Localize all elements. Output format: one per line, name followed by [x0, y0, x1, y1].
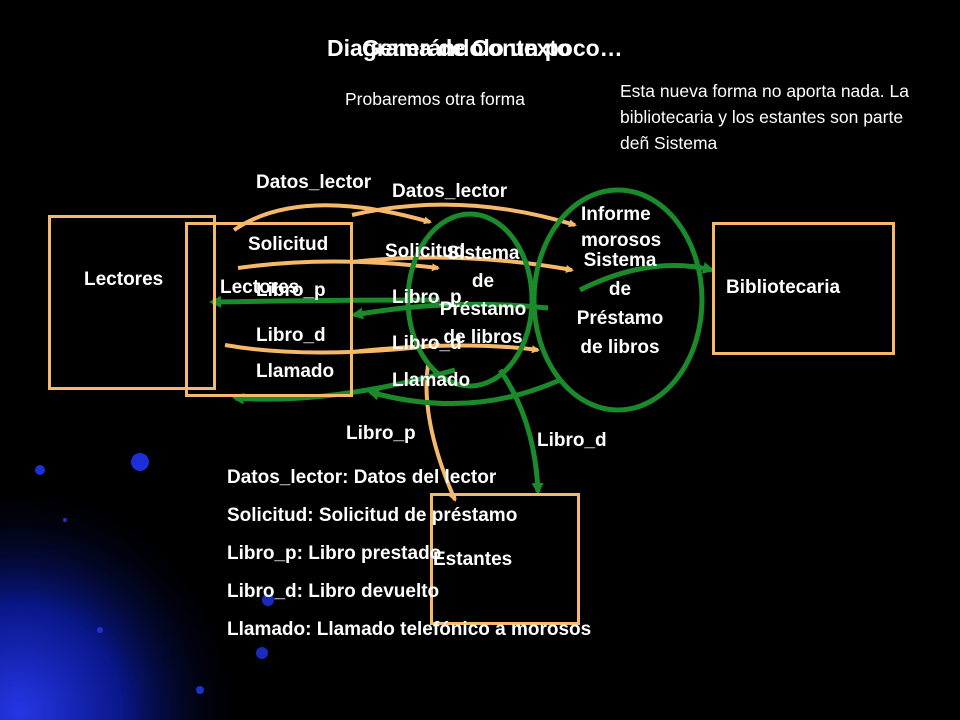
- process-left-line-4: de libros: [443, 327, 523, 348]
- flow-datos-lector-left: [232, 203, 432, 232]
- flow-informe-morosos: [578, 262, 715, 293]
- informe-line-1: Informe: [581, 204, 651, 225]
- process-right-line-2: de: [608, 279, 632, 300]
- flow-solicitud-right: [351, 255, 574, 273]
- legend-item-libro-d: Libro_d: Libro devuelto: [227, 581, 440, 602]
- process-right-line-3: Préstamo: [576, 308, 664, 329]
- bubble-6: [22, 687, 28, 693]
- flow-label-solicitud-right: Solicitud: [385, 241, 466, 262]
- legend-item-datos-lector: Datos_lector: Datos del lector: [227, 467, 497, 488]
- flow-label-datos-lector-right: Datos_lector: [392, 181, 508, 202]
- bubble-3: [262, 594, 274, 606]
- slide-title-context: Diagrama de Contexto: [327, 35, 572, 61]
- entity-box-lectores-right: [185, 222, 353, 397]
- process-right-line-4: de libros: [580, 337, 660, 358]
- bubble-4: [256, 647, 268, 659]
- flow-libro-p-right: [351, 301, 549, 320]
- bubble-1: [131, 453, 149, 471]
- flow-label-informe-morosos: Informe morosos: [581, 202, 661, 254]
- slide-subtitle: Probaremos otra forma: [345, 89, 525, 109]
- flow-label-libro-d-shelf: Libro_d: [537, 430, 607, 451]
- legend-item-llamado: Llamado: Llamado telefónico a morosos: [227, 619, 592, 640]
- flow-label-llamado-right: Llamado: [392, 370, 471, 391]
- flow-label-libro-d: Libro_d: [256, 325, 326, 346]
- flow-label-datos-lector: Datos_lector: [256, 172, 372, 193]
- flow-label-libro-p-shelf: Libro_p: [346, 423, 416, 444]
- entity-label-bibliotecaria: Bibliotecaria: [726, 277, 841, 298]
- process-label-left: Sistema de Préstamo de libros: [418, 240, 548, 352]
- flow-label-libro-p: Libro_p: [256, 280, 326, 301]
- bubble-7: [196, 686, 204, 694]
- flow-label-llamado: Llamado: [256, 361, 335, 382]
- process-left-line-2: de: [471, 271, 495, 292]
- flow-llamado-right: [367, 377, 562, 407]
- process-left-line-3: Préstamo: [439, 299, 527, 320]
- slide-note: Esta nueva forma no aporta nada. La bibl…: [620, 81, 909, 153]
- flow-label-libro-d-right: Libro_d: [392, 333, 462, 354]
- entity-label-lectores: Lectores: [84, 269, 164, 290]
- bubble-2: [35, 465, 45, 475]
- flow-libro-d-shelf: [497, 368, 544, 495]
- entity-box-lectores-left: [48, 215, 216, 390]
- entity-label-lectores-right: Lectores: [220, 277, 300, 298]
- flow-datos-lector-right: [351, 202, 577, 228]
- blue-corner-glow: [0, 330, 380, 720]
- process-left-line-1: Sistema: [446, 243, 520, 264]
- entity-box-estantes: [430, 493, 580, 625]
- flow-label-solicitud: Solicitud: [248, 234, 329, 255]
- flow-label-libro-p-right: Libro_p: [392, 287, 462, 308]
- entity-box-bibliotecaria: [712, 222, 895, 355]
- flow-libro-p-left: [209, 295, 441, 308]
- bubble-5: [97, 627, 103, 633]
- slide-title-generating: Generándolo un poco…: [362, 35, 623, 61]
- process-right-line-1: Sistema: [583, 250, 657, 271]
- informe-line-2: morosos: [581, 230, 662, 251]
- bubble-8: [63, 518, 67, 522]
- process-circle-right: [531, 187, 705, 413]
- entity-label-estantes: Estantes: [433, 549, 513, 570]
- legend-item-libro-p: Libro_p: Libro prestado: [227, 543, 442, 564]
- legend-item-solicitud: Solicitud: Solicitud de préstamo: [227, 505, 518, 526]
- process-label-right: Sistema de Préstamo de libros: [555, 246, 685, 362]
